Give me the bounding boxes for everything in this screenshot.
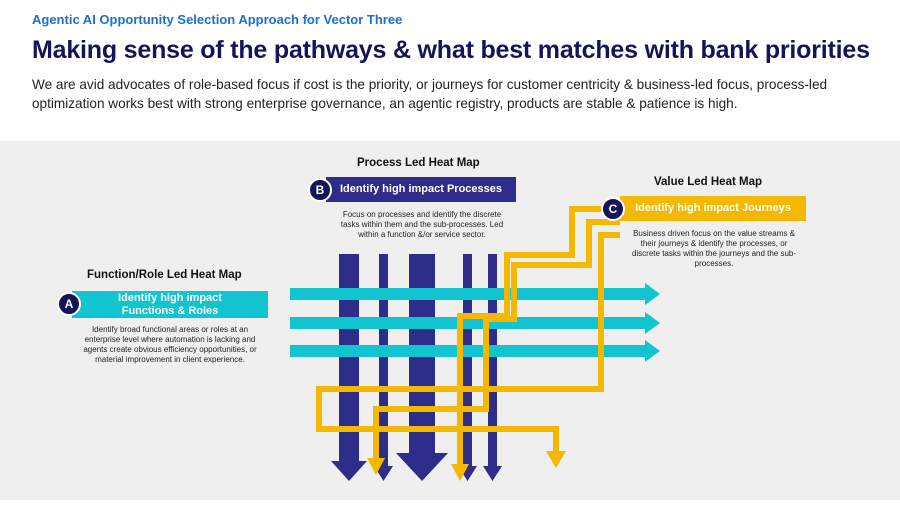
function-role-box: Identify high impact Functions & Roles <box>72 291 268 318</box>
function-arrow-1 <box>290 283 660 305</box>
badge-c: C <box>601 197 625 221</box>
function-role-heading: Function/Role Led Heat Map <box>87 269 242 281</box>
function-arrows <box>290 283 660 362</box>
process-arrow-4 <box>458 254 477 481</box>
badge-a: A <box>57 292 81 316</box>
pathways-diagram <box>290 206 660 481</box>
journey-arrowhead-2 <box>367 458 385 475</box>
process-arrows <box>331 254 502 481</box>
kicker-title: Agentic AI Opportunity Selection Approac… <box>32 12 403 27</box>
journey-arrowheads <box>367 451 566 481</box>
process-arrow-3 <box>396 254 448 481</box>
process-description: Focus on processes and identify the disc… <box>340 210 504 239</box>
function-role-description: Identify broad functional areas or roles… <box>83 325 257 364</box>
badge-b: B <box>308 178 332 202</box>
process-heading: Process Led Heat Map <box>357 157 480 169</box>
diagram-panel: Function/Role Led Heat Map Identify high… <box>0 141 900 500</box>
journey-arrowhead-3 <box>546 451 566 468</box>
intro-paragraph: We are avid advocates of role-based focu… <box>32 77 828 111</box>
function-arrow-2 <box>290 312 660 334</box>
process-arrow-2 <box>374 254 393 481</box>
value-description: Business driven focus on the value strea… <box>631 229 797 268</box>
function-arrow-3 <box>290 340 660 362</box>
process-arrow-5 <box>483 254 502 481</box>
process-arrow-1 <box>331 254 367 481</box>
journey-path-3 <box>316 232 620 453</box>
function-role-box-label: Identify high impact Functions & Roles <box>118 291 222 317</box>
journey-path-2 <box>373 219 620 458</box>
page-title: Making sense of the pathways & what best… <box>32 36 870 64</box>
value-heading: Value Led Heat Map <box>654 176 763 188</box>
process-box: Identify high impact Processes <box>326 177 516 202</box>
value-box: Identify high impact Journeys <box>620 196 806 221</box>
journey-paths <box>316 206 620 466</box>
process-box-label: Identify high impact Processes <box>340 183 502 195</box>
value-box-label: Identify high impact Journeys <box>635 202 791 214</box>
journey-arrowhead-1 <box>451 464 469 481</box>
journey-path-1 <box>457 206 620 466</box>
